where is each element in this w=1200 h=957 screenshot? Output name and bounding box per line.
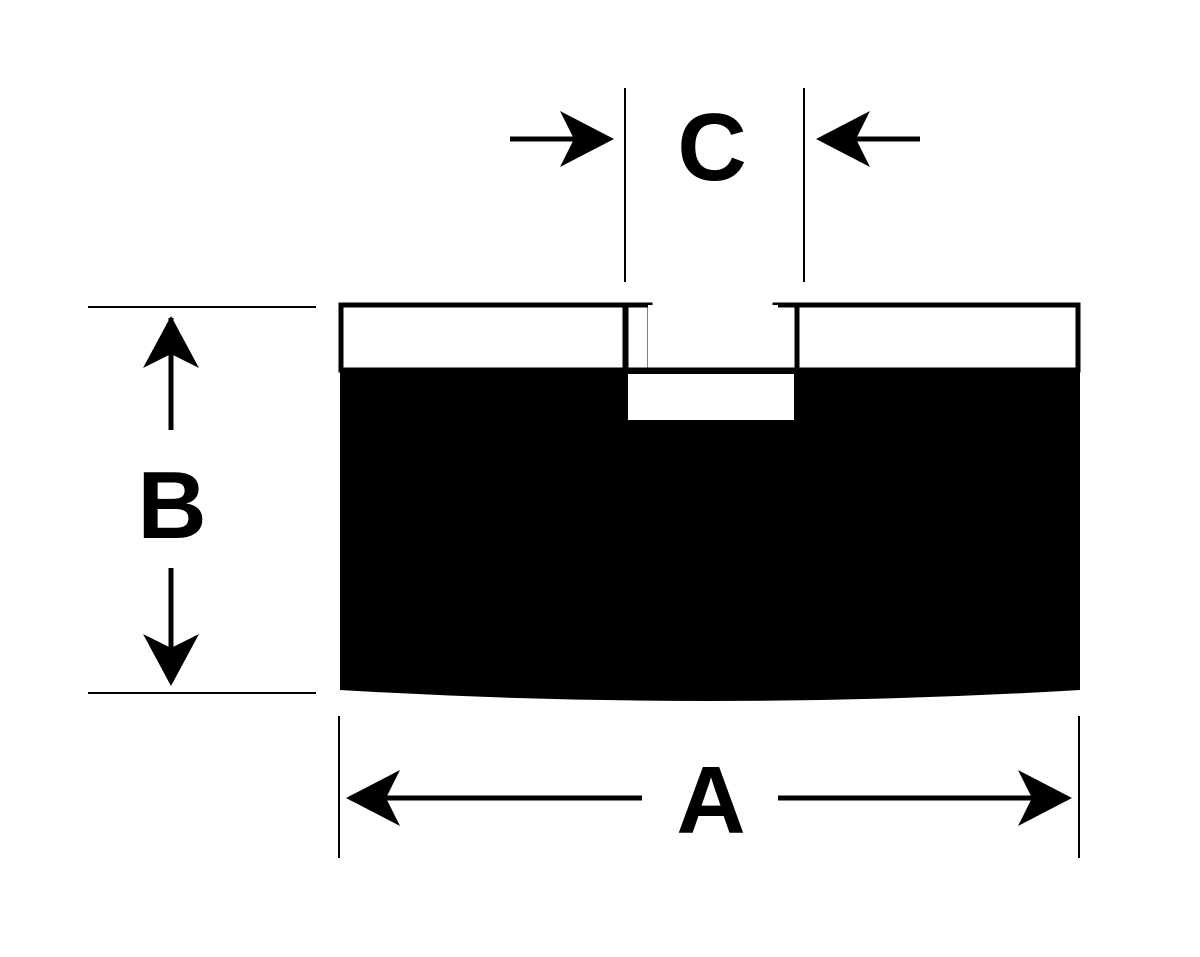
arrowhead-a-right xyxy=(1018,770,1072,826)
dimension-a: A xyxy=(338,716,1080,858)
block xyxy=(338,302,1081,701)
label-c: C xyxy=(677,94,746,201)
slot-wall-left xyxy=(623,302,653,373)
block-top-band-right xyxy=(792,302,1081,373)
arrowhead-b-down xyxy=(143,634,199,686)
slot-inset xyxy=(628,374,794,420)
arrowhead-c-right xyxy=(816,111,870,167)
dimension-b: B xyxy=(88,306,316,694)
slot-floor xyxy=(648,305,778,368)
slot-wall-right xyxy=(772,302,800,373)
block-top-band-left xyxy=(338,302,628,373)
arrowhead-b-up xyxy=(143,316,199,368)
arrowhead-a-left xyxy=(346,770,400,826)
dimension-c: C xyxy=(510,88,920,282)
label-b: B xyxy=(137,452,206,559)
arrowhead-c-left xyxy=(560,111,614,167)
label-a: A xyxy=(676,747,745,854)
block-body xyxy=(340,368,1080,701)
